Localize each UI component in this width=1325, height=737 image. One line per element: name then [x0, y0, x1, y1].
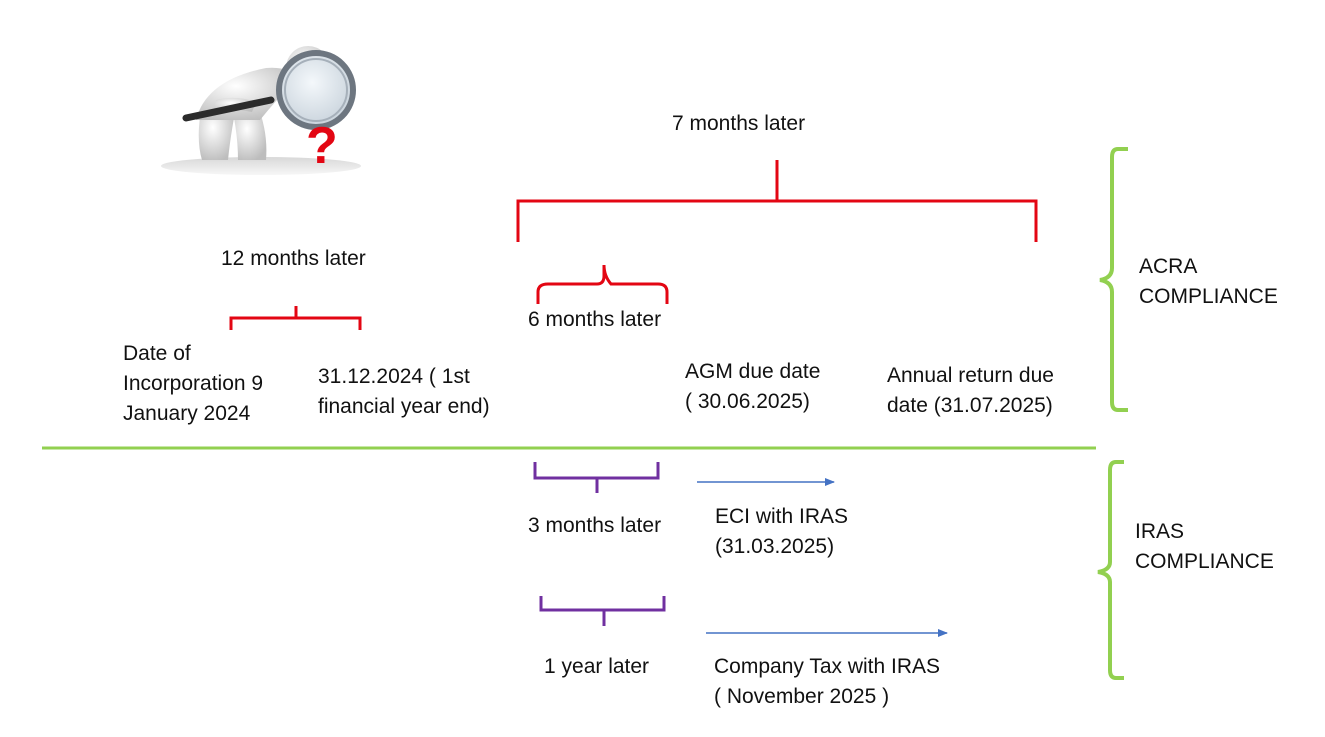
- iras-compliance-label: IRAS COMPLIANCE: [1135, 520, 1274, 573]
- agm-due-date-label: AGM due date ( 30.06.2025): [685, 360, 821, 413]
- six-months-brace: [536, 264, 669, 304]
- seven-months-bracket: [516, 160, 1038, 242]
- company-tax-iras-label: Company Tax with IRAS ( November 2025 ): [714, 655, 941, 708]
- one-year-bracket: [539, 596, 666, 626]
- three-months-label: 3 months later: [528, 514, 662, 537]
- annual-return-due-label: Annual return due date (31.07.2025): [887, 364, 1054, 417]
- acra-brace: [1099, 147, 1128, 412]
- person-with-magnifier-icon: ?: [156, 40, 366, 175]
- twelve-months-bracket: [229, 306, 362, 330]
- acra-compliance-label: ACRA COMPLIANCE: [1139, 255, 1278, 308]
- financial-year-end-label: 31.12.2024 ( 1st financial year end): [318, 365, 490, 418]
- iras-brace: [1097, 460, 1124, 680]
- three-months-bracket: [533, 462, 660, 493]
- incorporation-date-label: Date of Incorporation 9 January 2024: [123, 342, 264, 425]
- twelve-months-label: 12 months later: [221, 247, 366, 270]
- seven-months-label: 7 months later: [672, 112, 806, 135]
- one-year-label: 1 year later: [544, 655, 650, 678]
- eci-iras-label: ECI with IRAS (31.03.2025): [715, 505, 849, 558]
- question-mark-icon: ?: [306, 117, 338, 175]
- six-months-label: 6 months later: [528, 308, 662, 331]
